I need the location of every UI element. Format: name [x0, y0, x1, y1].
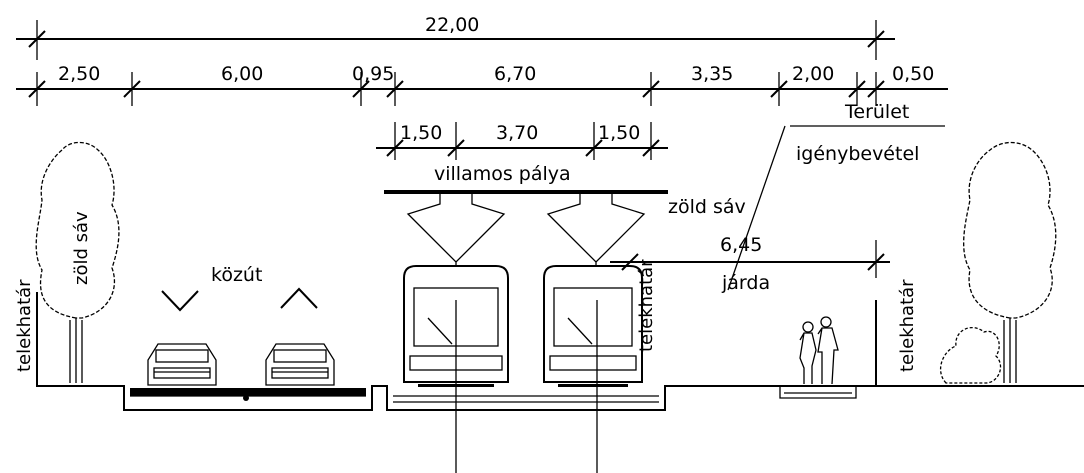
property-line-label-right: telekhatár	[897, 279, 918, 372]
dim-2-50: 2,50	[58, 63, 100, 85]
total-dimension: 22,00	[16, 14, 895, 60]
tram-right	[543, 192, 646, 387]
lane-marker-right	[280, 287, 318, 309]
sidewalk-label: járda	[721, 272, 770, 294]
green-strip-label-left: zöld sáv	[71, 211, 92, 285]
shrub-right	[940, 327, 1002, 384]
car-right	[265, 343, 335, 386]
lane-marker-left	[161, 290, 199, 312]
tree-right	[963, 141, 1057, 383]
tram-track-label: villamos pálya	[434, 163, 571, 185]
sidewalk-dimension: 6,45 járda	[610, 234, 890, 294]
green-strip-label-right: zöld sáv	[668, 196, 746, 218]
dim-1-50-right: 1,50	[598, 122, 640, 144]
property-line-label-mid: telekhatár	[636, 259, 657, 352]
dim-0-95: 0,95	[352, 63, 394, 85]
total-width-label: 22,00	[425, 14, 479, 36]
sidewalk-width-label: 6,45	[720, 234, 762, 256]
tram-left	[403, 192, 509, 387]
dim-3-70: 3,70	[496, 122, 538, 144]
tram-sub-dimensions: 1,50 3,70 1,50	[376, 122, 668, 160]
land-use-label-1: Terület	[844, 101, 909, 123]
segment-dimensions: 2,50 6,00 0,95 6,70 3,35 2,00 0,50	[16, 63, 948, 106]
road-label: közút	[211, 264, 262, 286]
dim-2-00: 2,00	[792, 63, 834, 85]
dim-6-70: 6,70	[494, 63, 536, 85]
dim-3-35: 3,35	[691, 63, 733, 85]
property-line-label-left: telekhatár	[14, 279, 35, 372]
pedestrians	[799, 316, 839, 385]
ground-profile	[36, 292, 1084, 473]
dim-1-50-left: 1,50	[400, 122, 442, 144]
land-use-label-2: igénybevétel	[796, 143, 919, 165]
dim-6-00: 6,00	[221, 63, 263, 85]
tree-left	[35, 141, 120, 383]
car-left	[147, 343, 217, 386]
dim-0-50: 0,50	[892, 63, 934, 85]
